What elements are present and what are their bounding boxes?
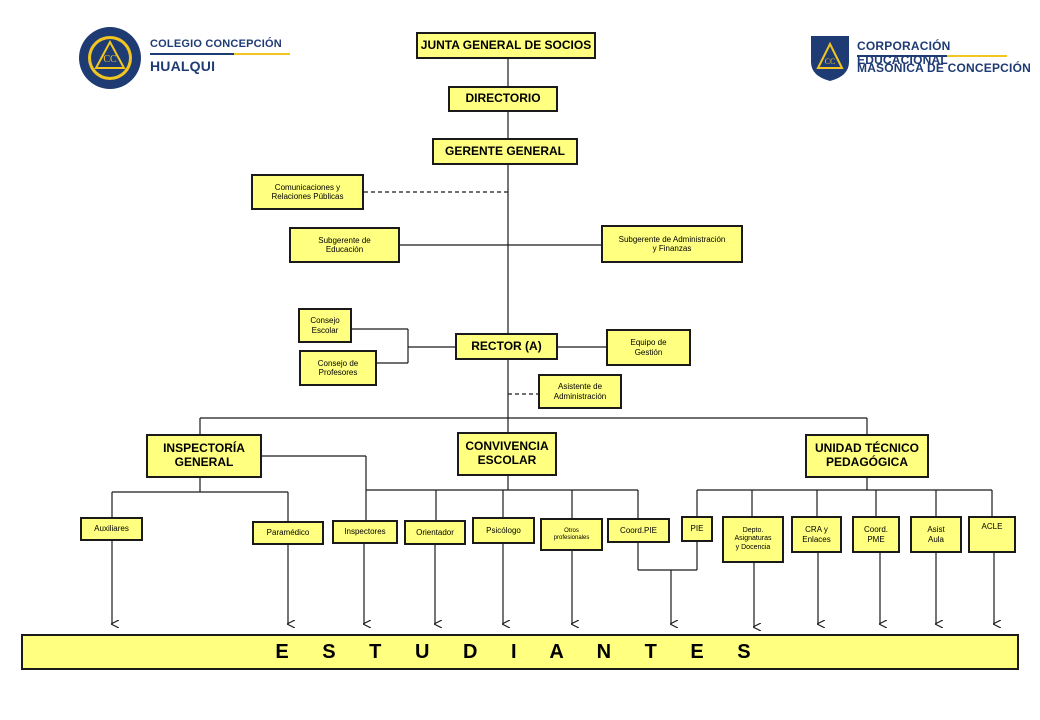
comunicaciones-box: Comunicaciones y Relaciones Públicas [251, 174, 364, 210]
junta-general-box: JUNTA GENERAL DE SOCIOS [416, 32, 596, 59]
paramedico-box: Paramédico [252, 521, 324, 545]
left-logo-line2: HUALQUI [150, 58, 216, 74]
pie-box: PIE [681, 516, 713, 542]
colegio-concepcion-seal: CC [79, 27, 141, 89]
equipo-gestion-box: Equipo de Gestión [606, 329, 691, 366]
svg-text:CC: CC [825, 57, 836, 66]
directorio-box: DIRECTORIO [448, 86, 558, 112]
depto-asignaturas-box: Depto. Asignaturas y Docencia [722, 516, 784, 563]
right-logo-underline [857, 55, 1007, 57]
coord-pme-box: Coord. PME [852, 516, 900, 553]
rector-box: RECTOR (A) [455, 333, 558, 360]
orientador-box: Orientador [404, 520, 466, 545]
estudiantes-bar: E S T U D I A N T E S [21, 634, 1019, 670]
subgerente-educacion-box: Subgerente de Educación [289, 227, 400, 263]
otros-profesionales-box: Otros profesionales [540, 518, 603, 551]
left-logo-underline [150, 53, 290, 55]
subgerente-administracion-box: Subgerente de Administración y Finanzas [601, 225, 743, 263]
asistente-administracion-box: Asistente de Administración [538, 374, 622, 409]
consejo-profesores-box: Consejo de Profesores [299, 350, 377, 386]
coord-pie-box: Coord.PIE [607, 518, 670, 543]
auxiliares-box: Auxiliares [80, 517, 143, 541]
psicologo-box: Psicólogo [472, 517, 535, 544]
inspectoria-general-box: INSPECTORÍA GENERAL [146, 434, 262, 478]
svg-text:CC: CC [103, 54, 117, 65]
unidad-tecnico-pedagogica-box: UNIDAD TÉCNICO PEDAGÓGICA [805, 434, 929, 478]
gerente-general-box: GERENTE GENERAL [432, 138, 578, 165]
asist-aula-box: Asist Aula [910, 516, 962, 553]
cra-enlaces-box: CRA y Enlaces [791, 516, 842, 553]
consejo-escolar-box: Consejo Escolar [298, 308, 352, 343]
corporacion-masonica-shield: CC [811, 36, 849, 81]
inspectores-box: Inspectores [332, 520, 398, 544]
convivencia-escolar-box: CONVIVENCIA ESCOLAR [457, 432, 557, 476]
right-logo-line2: MASÓNICA DE CONCEPCIÓN [857, 61, 1031, 75]
left-logo-line1: COLEGIO CONCEPCIÓN [150, 38, 282, 50]
acle-box: ACLE [968, 516, 1016, 553]
